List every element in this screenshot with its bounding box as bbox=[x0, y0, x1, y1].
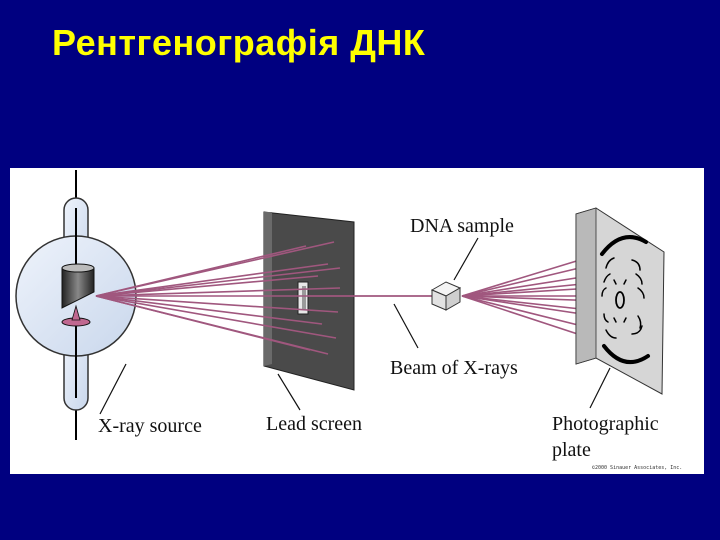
lead-screen bbox=[263, 211, 355, 391]
incident-ray bbox=[95, 295, 323, 325]
diffracted-ray bbox=[461, 263, 597, 297]
photographic-plate bbox=[575, 207, 665, 395]
incident-ray bbox=[95, 263, 329, 297]
incident-ray bbox=[95, 295, 339, 313]
incident-ray bbox=[95, 295, 329, 355]
copyright-note: ©2000 Sinauer Associates, Inc. bbox=[592, 465, 682, 471]
dna-sample-cube bbox=[430, 281, 462, 311]
slide-title: Рентгенографія ДНК bbox=[52, 22, 426, 63]
label-photographic: Photographic bbox=[552, 413, 659, 435]
diagram-canvas: DNA sample Beam of X-rays X-ray source L… bbox=[15, 170, 682, 471]
label-plate: plate bbox=[552, 439, 591, 461]
diffraction-pattern bbox=[600, 235, 650, 365]
diffracted-ray bbox=[461, 295, 599, 331]
incident-ray bbox=[95, 287, 341, 297]
incident-ray bbox=[95, 295, 337, 339]
incident-ray bbox=[95, 241, 335, 297]
leader-lines bbox=[99, 237, 611, 415]
xray-tube bbox=[15, 170, 137, 440]
incident-ray bbox=[95, 275, 319, 297]
xray-diffraction-diagram: DNA sample Beam of X-rays X-ray source L… bbox=[10, 168, 704, 474]
label-xray-source: X-ray source bbox=[98, 415, 202, 437]
label-dna-sample: DNA sample bbox=[410, 215, 514, 237]
label-lead-screen: Lead screen bbox=[266, 413, 362, 435]
xray-beams-on-screen bbox=[95, 241, 341, 355]
incident-ray bbox=[95, 267, 341, 297]
label-beam-of-xrays: Beam of X-rays bbox=[390, 357, 518, 379]
